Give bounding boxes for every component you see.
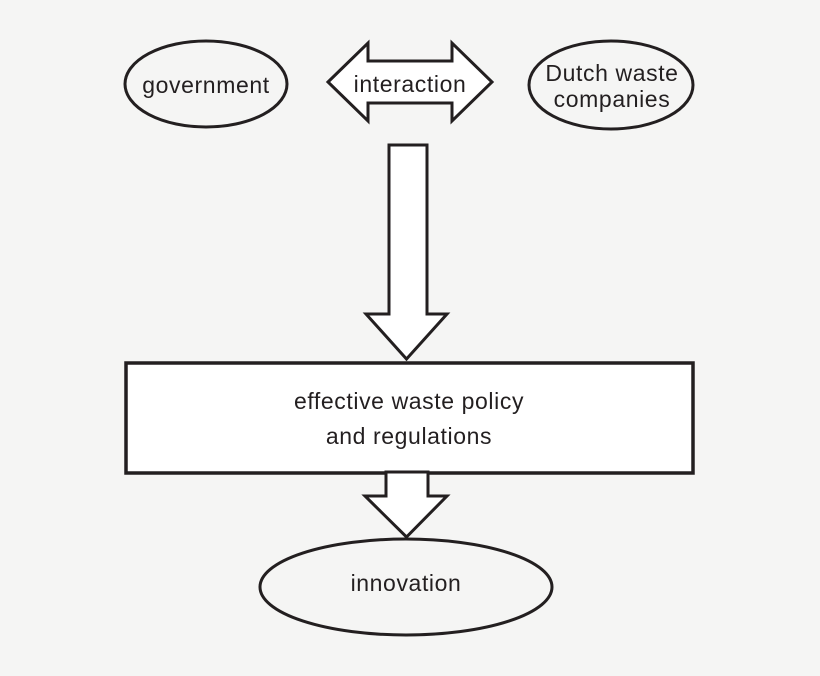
innovation-ellipse-node [258,537,554,637]
policy-box-label-line2: and regulations [326,423,492,449]
policy-box-label-line1: effective waste policy [294,388,524,414]
dutch-waste-companies-label-line2: companies [554,86,671,112]
policy-box-node [124,361,695,475]
interaction-label: interaction [354,71,467,97]
dutch-waste-companies-label-line1: Dutch waste [545,60,678,86]
government-label: government [142,72,269,98]
government-ellipse-node [123,39,289,129]
innovation-label: innovation [351,570,462,596]
down-arrow-to-policy-box [362,143,451,362]
down-arrow-to-innovation [361,470,451,540]
dutch-waste-companies-ellipse-node [527,39,695,131]
interaction-double-arrow [325,39,495,125]
